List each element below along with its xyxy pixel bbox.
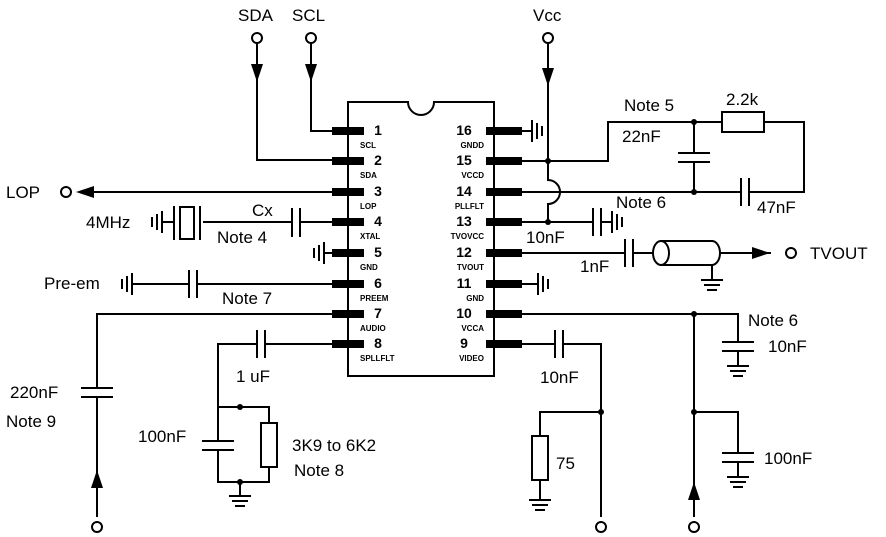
pin-11-number: 11 (457, 275, 472, 291)
pin-12-name: TVOUT (457, 263, 484, 272)
lop-output (60, 186, 335, 198)
left-pins (332, 127, 364, 348)
pin-5-number: 5 (374, 244, 382, 260)
r-2k2-label: 2.2k (726, 90, 759, 109)
tvout-output (521, 239, 797, 291)
sda-label: SDA (238, 6, 274, 25)
note6-top-label: Note 6 (616, 193, 666, 212)
pin-4-number: 4 (374, 213, 382, 229)
c-10nf-13-label: 10nF (526, 228, 565, 247)
r-75-label: 75 (556, 454, 575, 473)
pin-10-name: VCCA (461, 324, 484, 333)
spllflt-filter (202, 330, 335, 507)
note8-label: Note 8 (294, 461, 344, 480)
pin-10-number: 10 (456, 305, 472, 321)
c-10nf-10-label: 10nF (768, 337, 807, 356)
r-range-label: 3K9 to 6K2 (292, 436, 376, 455)
pin-13-number: 13 (456, 213, 472, 229)
tvout-label: TVOUT (810, 244, 868, 263)
c-1uf-label: 1 uF (236, 367, 270, 386)
c-100nf-left-label: 100nF (138, 427, 186, 446)
video-input (521, 330, 607, 533)
tvovcc-decoupling (521, 208, 623, 236)
vcc-supply (542, 32, 561, 223)
pre-em-circuit (121, 270, 335, 298)
pin-16-name: GNDD (460, 141, 484, 150)
c-10nf-9-label: 10nF (540, 368, 579, 387)
crystal-label: 4MHz (86, 213, 130, 232)
pin-2-name: SDA (360, 171, 377, 180)
pin-9-name: VIDEO (459, 354, 484, 363)
c-100nf-right-label: 100nF (764, 449, 812, 468)
pin-6-name: PREEM (360, 294, 389, 303)
scl-label: SCL (292, 6, 325, 25)
lop-label: LOP (6, 183, 40, 202)
pin-14-name: PLLFLT (455, 202, 484, 211)
c-1nf-label: 1nF (580, 257, 609, 276)
c-22nf-label: 22nF (622, 127, 661, 146)
ic-chip (347, 101, 495, 377)
pin-8-number: 8 (374, 335, 382, 351)
pin-8-name: SPLLFLT (360, 354, 395, 363)
pin-6-number: 6 (374, 275, 382, 291)
pin-12-number: 12 (456, 244, 472, 260)
cx-label: Cx (252, 201, 273, 220)
right-pins (486, 127, 522, 348)
c-220nf-label: 220nF (10, 383, 58, 402)
sda-input (251, 32, 335, 161)
pin-2-number: 2 (374, 152, 382, 168)
pin-15-number: 15 (456, 152, 472, 168)
note5-label: Note 5 (624, 96, 674, 115)
note6-right-label: Note 6 (748, 311, 798, 330)
pin-3-name: LOP (360, 202, 377, 211)
crystal-circuit (151, 206, 335, 240)
vcca-supply (521, 311, 754, 533)
gnd-pin11 (521, 273, 549, 295)
pin-5-name: GND (360, 263, 378, 272)
vccd-pin15 (521, 158, 609, 164)
pre-em-label: Pre-em (44, 274, 100, 293)
note9-label: Note 9 (6, 412, 56, 431)
pin-13-name: TVOVCC (451, 232, 485, 241)
c-47nf-label: 47nF (757, 198, 796, 217)
gnd-pin5 (313, 242, 335, 264)
pin-4-name: XTAL (360, 232, 380, 241)
pin-1-name: SCL (360, 141, 376, 150)
pin-3-number: 3 (374, 183, 382, 199)
scl-input (305, 32, 335, 132)
gnd-pin16 (521, 120, 543, 142)
note7-label: Note 7 (222, 289, 272, 308)
audio-input (81, 313, 335, 533)
pll-loop-filter (521, 111, 805, 206)
pin-1-number: 1 (374, 122, 382, 138)
pin-14-number: 14 (456, 183, 472, 199)
pin-7-number: 7 (374, 305, 382, 321)
pin-15-name: VCCD (461, 171, 484, 180)
pin-11-name: GND (466, 294, 484, 303)
pin-16-number: 16 (456, 122, 472, 138)
vcc-label: Vcc (533, 6, 562, 25)
pin-7-name: AUDIO (360, 324, 386, 333)
pin-9-number: 9 (460, 335, 468, 351)
note4-label: Note 4 (217, 228, 267, 247)
